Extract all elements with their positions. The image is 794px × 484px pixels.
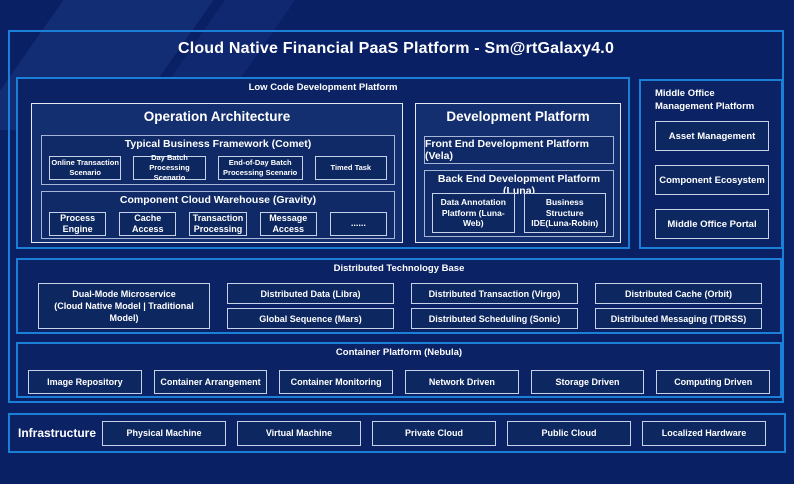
infrastructure-items: Physical Machine Virtual Machine Private… bbox=[102, 420, 766, 446]
box-end-of-day-batch-processing-scenario: End-of-Day Batch Processing Scenario bbox=[217, 156, 303, 180]
distributed-column: Distributed Cache (Orbit) Distributed Me… bbox=[595, 283, 762, 329]
box-storage-driven: Storage Driven bbox=[530, 370, 645, 394]
distributed-items: Dual-Mode Microservice (Cloud Native Mod… bbox=[38, 283, 762, 329]
box-public-cloud: Public Cloud bbox=[507, 420, 631, 446]
box-component-ecosystem: Component Ecosystem bbox=[655, 165, 769, 195]
section-distributed-technology-base: Distributed Technology Base Dual-Mode Mi… bbox=[16, 258, 782, 334]
box-virtual-machine: Virtual Machine bbox=[237, 420, 361, 446]
dual-mode-line1: Dual-Mode Microservice bbox=[72, 288, 176, 299]
section-label: Middle Office Management Platform bbox=[655, 88, 755, 112]
main-frame: Cloud Native Financial PaaS Platform - S… bbox=[8, 30, 784, 403]
box-dual-mode-microservice: Dual-Mode Microservice (Cloud Native Mod… bbox=[38, 283, 210, 329]
box-distributed-scheduling: Distributed Scheduling (Sonic) bbox=[411, 308, 578, 329]
panel-title: Development Platform bbox=[446, 109, 590, 124]
box-localized-hardware: Localized Hardware bbox=[642, 420, 766, 446]
group-component-cloud-warehouse: Component Cloud Warehouse (Gravity) Proc… bbox=[41, 191, 395, 239]
box-online-transaction-scenario: Online Transaction Scenario bbox=[49, 156, 122, 180]
group-label: Typical Business Framework (Comet) bbox=[124, 138, 312, 150]
group-label: Component Cloud Warehouse (Gravity) bbox=[119, 194, 317, 206]
box-physical-machine: Physical Machine bbox=[102, 420, 226, 446]
section-label: Distributed Technology Base bbox=[333, 263, 465, 274]
group-typical-business-framework: Typical Business Framework (Comet) Onlin… bbox=[41, 135, 395, 185]
section-label: Container Platform (Nebula) bbox=[335, 347, 463, 358]
section-middle-office-management-platform: Middle Office Management Platform Asset … bbox=[639, 79, 783, 249]
box-business-structure-ide: Business Structure IDE(Luna-Robin) bbox=[523, 193, 606, 233]
section-container-platform: Container Platform (Nebula) Image Reposi… bbox=[16, 342, 782, 398]
section-label: Infrastructure bbox=[18, 426, 97, 440]
box-middle-office-portal: Middle Office Portal bbox=[655, 209, 769, 239]
panel-development-platform: Development Platform Front End Developme… bbox=[415, 103, 621, 243]
box-container-monitoring: Container Monitoring bbox=[279, 370, 394, 394]
box-distributed-cache: Distributed Cache (Orbit) bbox=[595, 283, 762, 304]
section-low-code-development-platform: Low Code Development Platform Operation … bbox=[16, 77, 630, 249]
box-day-batch-processing-scenario: Day Batch Processing Scenario bbox=[133, 153, 206, 182]
box-ellipsis: ...... bbox=[329, 212, 388, 236]
box-image-repository: Image Repository bbox=[28, 370, 142, 394]
group-back-end-development-platform: Back End Development Platform (Luna) Dat… bbox=[424, 170, 614, 237]
section-label: Low Code Development Platform bbox=[248, 82, 398, 93]
box-computing-driven: Computing Driven bbox=[656, 370, 771, 394]
section-infrastructure: Infrastructure Physical Machine Virtual … bbox=[8, 413, 786, 453]
container-items: Image Repository Container Arrangement C… bbox=[28, 370, 771, 394]
panel-operation-architecture: Operation Architecture Typical Business … bbox=[31, 103, 403, 243]
box-container-arrangement: Container Arrangement bbox=[153, 370, 268, 394]
box-distributed-transaction: Distributed Transaction (Virgo) bbox=[411, 283, 578, 304]
box-message-access: Message Access bbox=[259, 212, 317, 236]
panel-title: Operation Architecture bbox=[143, 109, 291, 124]
typical-business-items: Online Transaction Scenario Day Batch Pr… bbox=[49, 153, 387, 182]
box-global-sequence: Global Sequence (Mars) bbox=[227, 308, 394, 329]
distributed-column: Distributed Transaction (Virgo) Distribu… bbox=[411, 283, 578, 329]
box-transaction-processing: Transaction Processing bbox=[189, 212, 247, 236]
back-end-items: Data Annotation Platform (Luna-Web) Busi… bbox=[432, 193, 606, 233]
box-private-cloud: Private Cloud bbox=[372, 420, 496, 446]
box-process-engine: Process Engine bbox=[49, 212, 107, 236]
distributed-column: Distributed Data (Libra) Global Sequence… bbox=[227, 283, 394, 329]
box-data-annotation-platform: Data Annotation Platform (Luna-Web) bbox=[432, 193, 515, 233]
box-network-driven: Network Driven bbox=[405, 370, 519, 394]
dual-mode-line2: (Cloud Native Model | Traditional Model) bbox=[54, 300, 194, 324]
box-distributed-data: Distributed Data (Libra) bbox=[227, 283, 394, 304]
box-front-end-development-platform: Front End Development Platform (Vela) bbox=[424, 136, 614, 164]
box-cache-access: Cache Access bbox=[119, 212, 177, 236]
component-cloud-items: Process Engine Cache Access Transaction … bbox=[49, 212, 388, 236]
box-asset-management: Asset Management bbox=[655, 121, 769, 151]
page-title: Cloud Native Financial PaaS Platform - S… bbox=[177, 40, 615, 57]
box-timed-task: Timed Task bbox=[314, 156, 387, 180]
box-distributed-messaging: Distributed Messaging (TDRSS) bbox=[595, 308, 762, 329]
